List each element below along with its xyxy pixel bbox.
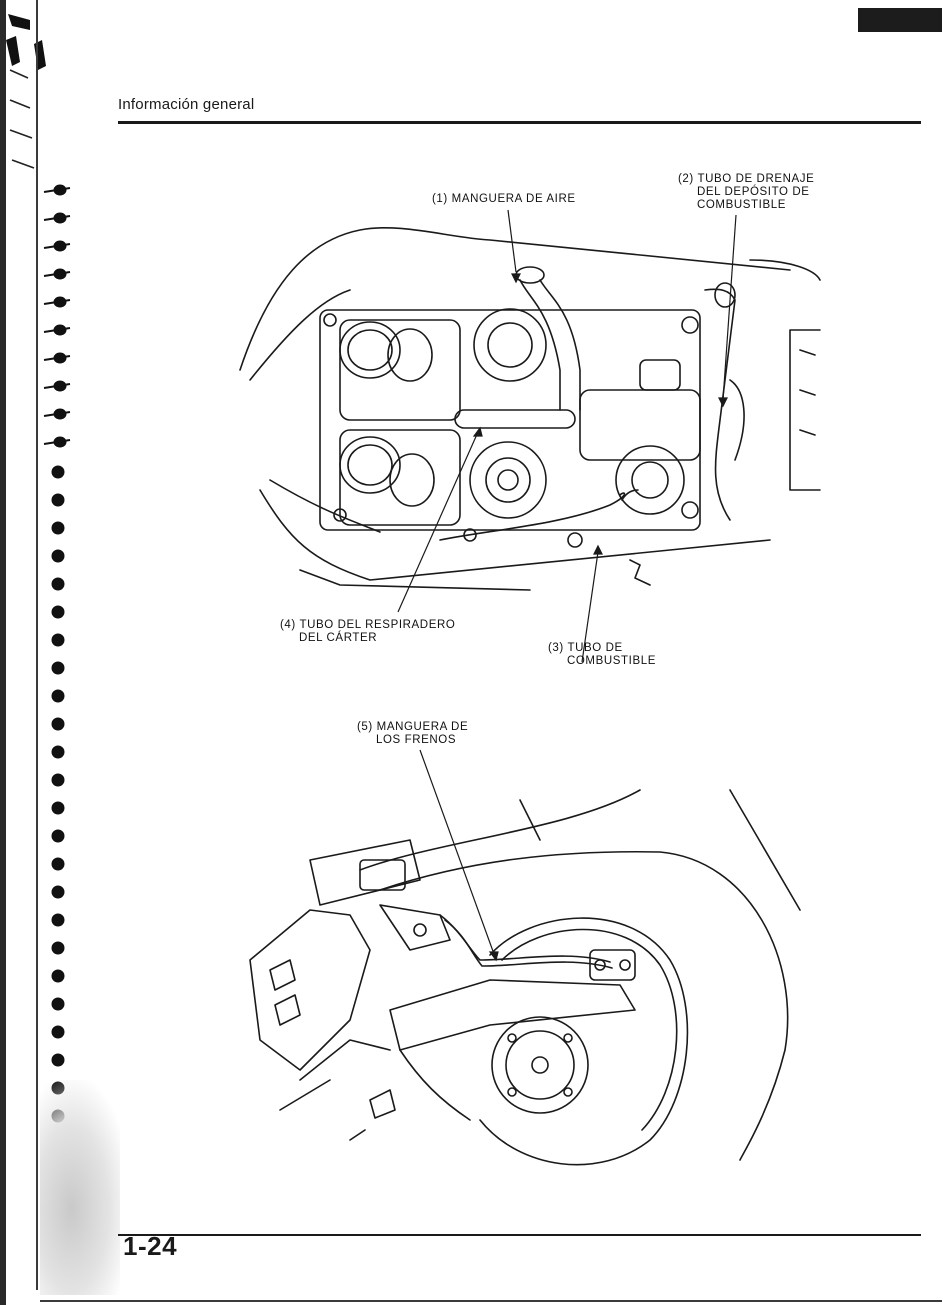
page-number: 1-24 xyxy=(123,1231,177,1262)
callout-brake-hose: (5) MANGUERA DE LOS FRENOS xyxy=(357,721,468,747)
footer-rule xyxy=(118,1234,921,1236)
page-bottom-edge xyxy=(40,1300,942,1302)
